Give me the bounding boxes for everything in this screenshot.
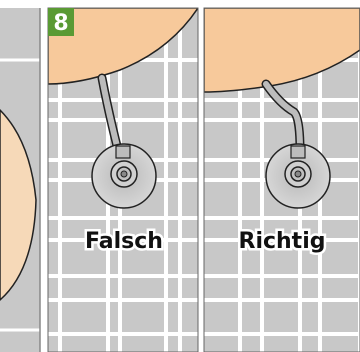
valve-wrong — [92, 144, 156, 208]
panel-right — [204, 8, 360, 352]
label-wrong: Falsch — [85, 229, 163, 254]
previous-panel — [0, 8, 40, 352]
label-right: Richtig — [239, 229, 326, 254]
panel-wrong — [48, 8, 198, 352]
step-number: 8 — [53, 11, 68, 36]
step-badge: 8 — [48, 8, 74, 36]
valve-right — [266, 144, 330, 208]
